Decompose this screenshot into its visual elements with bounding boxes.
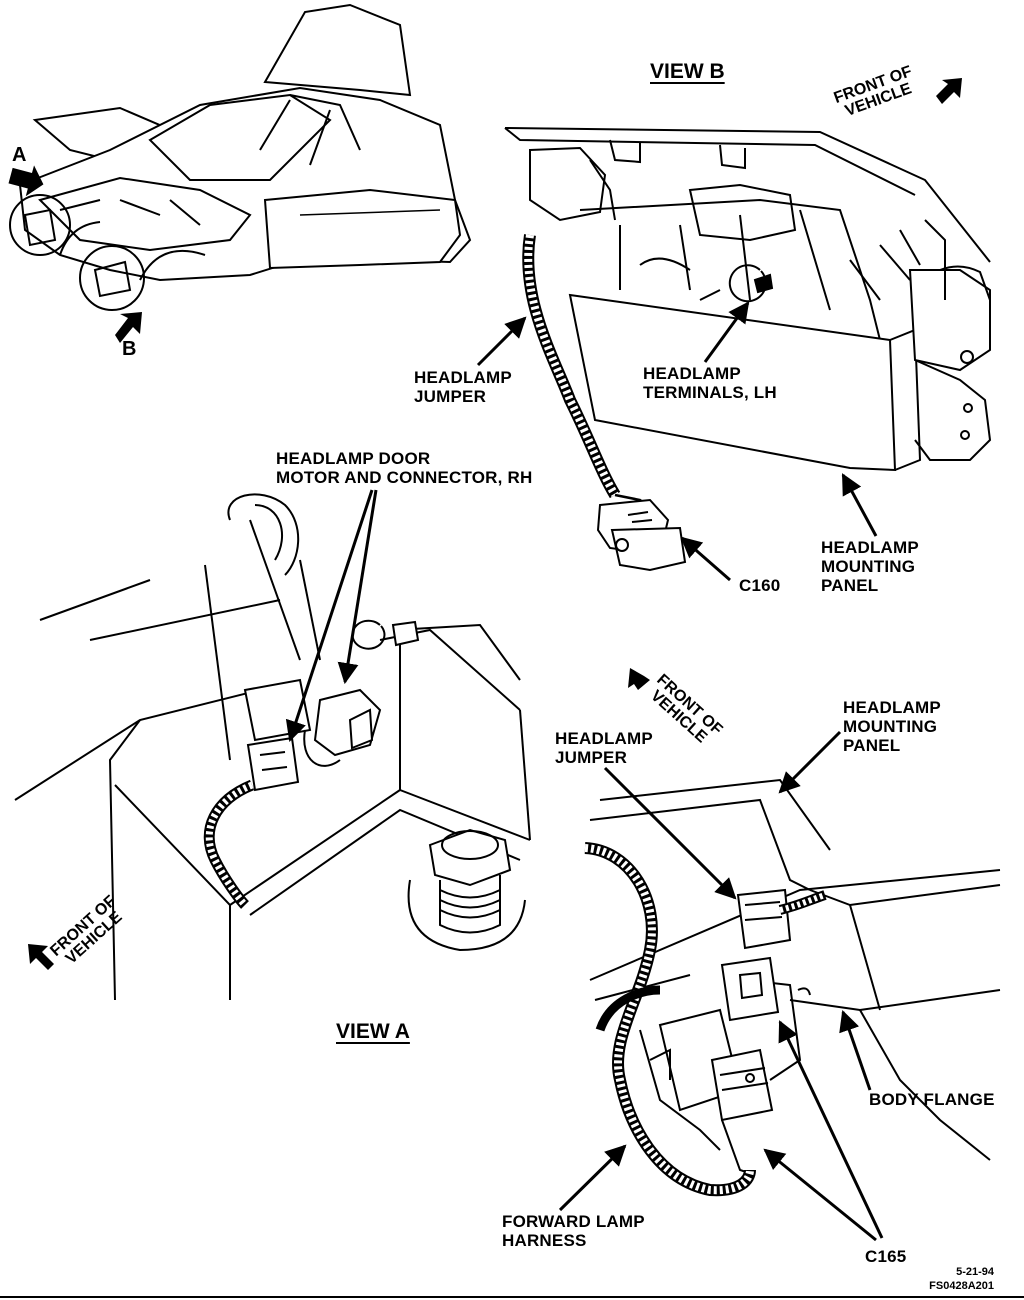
leader-arrows (285, 301, 882, 1240)
label-body-flange: BODY FLANGE (869, 1090, 995, 1109)
view-a-title: VIEW A (336, 1020, 410, 1043)
view-b-title: VIEW B (650, 60, 725, 83)
marker-b-arrow (115, 312, 142, 343)
label-headlamp-mounting-panel-c: HEADLAMP MOUNTING PANEL (843, 698, 941, 755)
label-headlamp-door-motor: HEADLAMP DOOR MOTOR AND CONNECTOR, RH (276, 449, 533, 487)
label-forward-lamp-harness: FORWARD LAMP HARNESS (502, 1212, 645, 1250)
front-arrow-c (628, 668, 650, 690)
marker-a-arrow (8, 165, 44, 197)
marker-b-label: B (122, 338, 137, 360)
view-b-drawing (505, 128, 990, 470)
marker-a-label: A (12, 144, 27, 166)
label-headlamp-mounting-panel-b: HEADLAMP MOUNTING PANEL (821, 538, 919, 595)
connector-c160-drawing (598, 500, 685, 570)
label-c165: C165 (865, 1247, 907, 1266)
label-headlamp-jumper-b: HEADLAMP JUMPER (414, 368, 512, 406)
footer-code: FS0428A201 (929, 1280, 994, 1292)
view-c-drawing (590, 780, 1000, 1175)
label-c160: C160 (739, 576, 781, 595)
footer-date: 5-21-94 (956, 1266, 994, 1278)
label-headlamp-jumper-c: HEADLAMP JUMPER (555, 729, 653, 767)
front-arrow-b (936, 78, 962, 104)
view-c-harness (585, 848, 825, 1190)
front-arrow-a (28, 944, 54, 970)
car-overview-drawing (10, 5, 470, 310)
label-headlamp-terminals-lh: HEADLAMP TERMINALS, LH (643, 364, 777, 402)
view-a-harness (209, 785, 252, 905)
view-a-drawing (15, 494, 530, 1000)
